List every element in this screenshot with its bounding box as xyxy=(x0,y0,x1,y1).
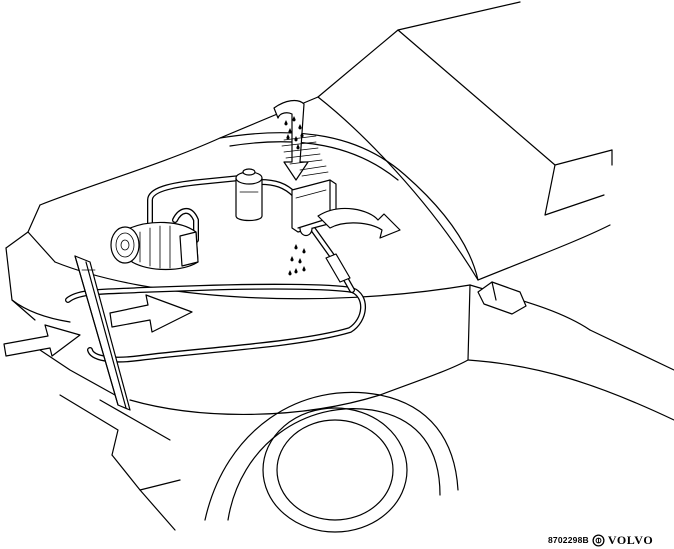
front-air-in-arrow-icon xyxy=(3,324,81,357)
expansion-valve xyxy=(325,253,351,283)
air-streaks xyxy=(281,135,329,177)
airflow-arrows xyxy=(3,99,401,357)
reference-code: 8702298B xyxy=(548,535,589,545)
volvo-logo-icon xyxy=(592,533,605,547)
fresh-air-in-arrow-icon xyxy=(273,99,309,181)
cool-air-out-arrow-icon xyxy=(317,207,401,239)
condenser xyxy=(74,255,131,411)
compressor xyxy=(110,221,199,271)
figure-footer: 8702298B VOLVO xyxy=(548,532,653,548)
car-body xyxy=(5,1,674,533)
brand-name: VOLVO xyxy=(607,532,654,547)
receiver-drier xyxy=(235,168,263,222)
moisture-droplets xyxy=(284,116,306,276)
radiator-air-arrow-icon xyxy=(109,294,193,333)
